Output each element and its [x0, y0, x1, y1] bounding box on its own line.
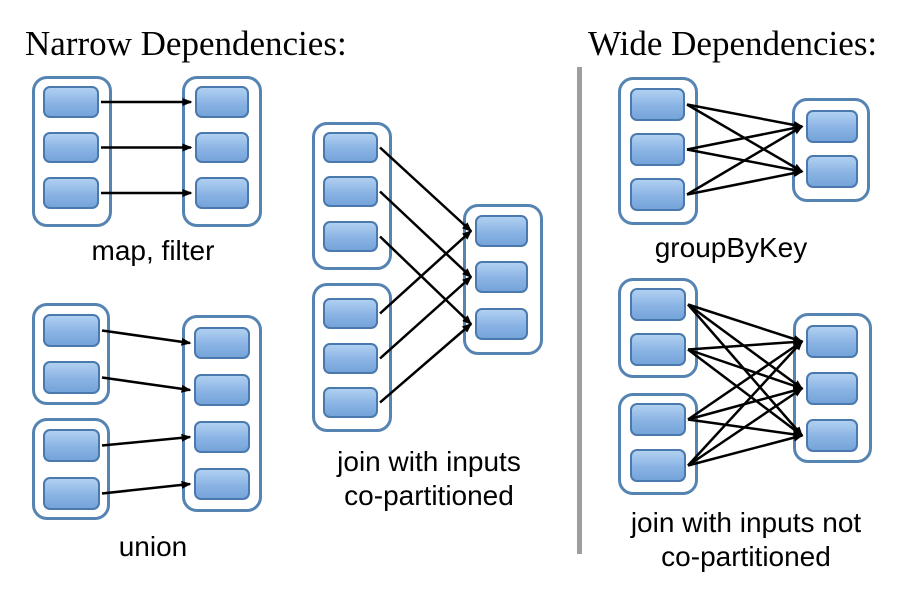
- dependency-arrow: [687, 386, 804, 421]
- partition-box: [475, 308, 528, 340]
- wide-dependencies-title: Wide Dependencies:: [588, 24, 878, 63]
- dependency-arrow: [687, 303, 804, 343]
- partition-box: [806, 419, 858, 452]
- diagram-label-line: co-partitioned: [344, 480, 514, 512]
- narrow-dependencies-title: Narrow Dependencies:: [25, 24, 347, 63]
- diagram-label-line: groupByKey: [654, 232, 808, 263]
- dependency-arrow: [101, 376, 192, 393]
- section-divider: [577, 67, 582, 554]
- diagram-label-line: co-partitioned: [661, 541, 831, 573]
- dependency-arrow: [687, 303, 804, 390]
- partition-box: [630, 288, 686, 321]
- dependency-arrow: [101, 480, 192, 495]
- dependency-arrow: [379, 235, 473, 326]
- partition-box: [323, 176, 378, 207]
- partition-box: [806, 110, 858, 143]
- partition-box: [194, 421, 250, 453]
- diagram-label-line: join with inputs not: [630, 507, 862, 538]
- dependency-arrow: [379, 146, 473, 233]
- partition-box: [630, 178, 685, 211]
- diagram-label-line: union: [118, 531, 188, 562]
- partition-box: [806, 155, 858, 188]
- dependency-arrow: [686, 125, 804, 196]
- dependency-arrow: [687, 418, 804, 439]
- dependency-arrow: [687, 348, 804, 390]
- partition-box: [194, 468, 250, 500]
- dependency-arrow: [686, 148, 804, 174]
- partition-box: [195, 177, 249, 209]
- partition-box: [630, 449, 686, 482]
- diagram-label-line: join with inputs: [337, 446, 521, 477]
- dependency-arrow: [379, 229, 473, 315]
- partition-box: [806, 372, 858, 405]
- diagram-label-line: map, filter: [91, 235, 215, 266]
- partition-box: [43, 177, 99, 209]
- partition-box: [630, 133, 685, 166]
- partition-box: [43, 361, 100, 394]
- partition-box: [323, 298, 378, 329]
- dependency-arrow: [687, 340, 804, 467]
- partition-box: [195, 86, 249, 118]
- partition-box: [43, 132, 99, 163]
- dependency-arrow: [687, 387, 804, 467]
- dependency-arrow: [101, 329, 192, 346]
- dependency-arrow: [686, 124, 804, 151]
- partition-box: [323, 387, 378, 418]
- dependency-arrow: [687, 348, 804, 437]
- partition-box: [195, 132, 249, 163]
- dependency-arrow: [686, 103, 804, 129]
- partition-box: [475, 215, 528, 247]
- diagram-label-map-filter: map, filter: [0, 234, 323, 268]
- partition-box: [475, 261, 528, 293]
- dependency-arrow: [379, 275, 473, 360]
- dependency-arrow: [687, 340, 804, 421]
- diagram-label-group-by-key: groupByKey: [561, 231, 901, 265]
- partition-box: [630, 88, 685, 121]
- partition-box: [806, 325, 858, 358]
- dependency-arrow: [101, 433, 192, 447]
- partition-box: [630, 333, 686, 366]
- partition-box: [630, 403, 686, 436]
- partition-box: [43, 429, 100, 462]
- partition-box: [323, 221, 378, 252]
- dependency-arrow: [379, 190, 473, 279]
- partition-box: [323, 132, 378, 163]
- partition-box: [43, 86, 99, 118]
- dependency-arrow: [379, 323, 473, 404]
- partition-box: [43, 314, 100, 347]
- dependency-arrow: [687, 303, 803, 437]
- partition-box: [194, 374, 250, 406]
- partition-box: [194, 327, 250, 359]
- dependency-arrow: [686, 103, 804, 173]
- partition-box: [323, 343, 378, 374]
- dependency-arrow: [686, 169, 804, 196]
- dependency-arrow: [687, 338, 804, 351]
- dependency-arrow: [687, 433, 804, 467]
- diagram-label-union: union: [0, 530, 323, 564]
- partition-box: [43, 477, 100, 510]
